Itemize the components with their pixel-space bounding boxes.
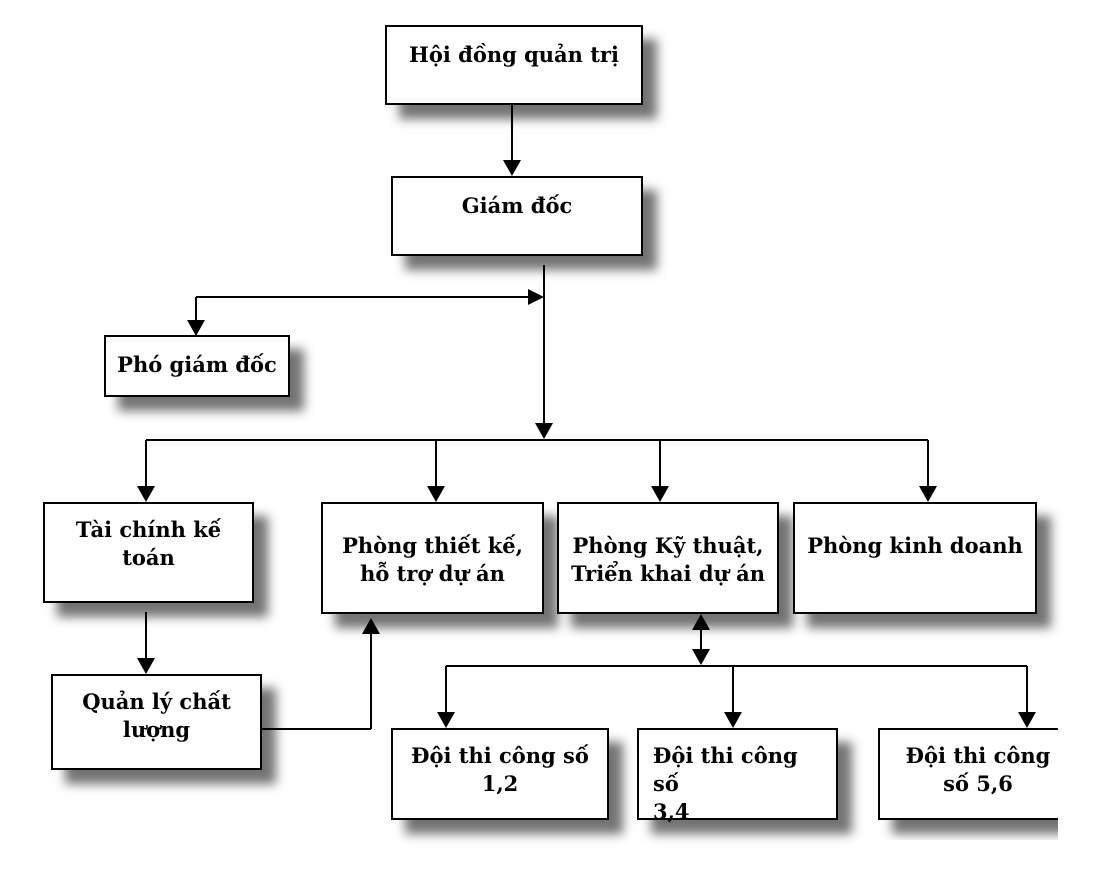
design-label-line2: hỗ trợ dự án	[360, 561, 505, 586]
arrowhead-trunk	[535, 423, 553, 439]
finance-label-line1: Tài chính kế	[75, 517, 222, 542]
team12-box: Đội thi công số 1,2	[391, 728, 609, 820]
board-label: Hội đồng quản trị	[409, 42, 619, 67]
design-box: Phòng thiết kế, hỗ trợ dự án	[321, 502, 544, 614]
tech-label-line1: Phòng Kỹ thuật,	[572, 533, 764, 558]
team34-box: Đội thi công số 3,4	[637, 728, 838, 824]
tech-label-line2: Triển khai dự án	[571, 561, 765, 586]
team56-label-line2: số 5,6	[943, 771, 1013, 796]
tech-box: Phòng Kỹ thuật, Triển khai dự án	[557, 502, 779, 614]
team34-label: Đội thi công số 3,4	[647, 742, 828, 826]
arrowhead-team12	[437, 712, 455, 728]
arrowhead-design	[427, 486, 445, 502]
team12-label-line2: 1,2	[481, 771, 519, 796]
arrowhead-team34	[724, 712, 742, 728]
team34-label-line2: 3,4	[653, 799, 690, 824]
team56-clip: Đội thi công số 5,6	[878, 728, 1058, 840]
team56-label-line1: Đội thi công	[905, 743, 1051, 768]
director-label: Giám đốc	[461, 193, 573, 218]
arrowhead-tech-down	[692, 649, 710, 665]
qa-label-line2: lượng	[122, 717, 191, 742]
finance-label: Tài chính kế toán	[53, 516, 244, 572]
arrowhead-finance	[137, 486, 155, 502]
team12-label: Đội thi công số 1,2	[401, 742, 599, 798]
arrowhead-tech	[651, 486, 669, 502]
deputy-label: Phó giám đốc	[117, 352, 277, 377]
deputy-box: Phó giám đốc	[104, 335, 290, 397]
finance-label-line2: toán	[122, 545, 175, 570]
finance-box: Tài chính kế toán	[43, 502, 254, 603]
tech-label: Phòng Kỹ thuật, Triển khai dự án	[567, 532, 769, 588]
sales-label: Phòng kinh doanh	[807, 533, 1023, 558]
design-label-line1: Phòng thiết kế,	[342, 533, 523, 558]
qa-box: Quản lý chất lượng	[51, 674, 262, 770]
team34-label-line1: Đội thi công số	[653, 743, 798, 796]
arrowhead-sales	[919, 486, 937, 502]
team56-box: Đội thi công số 5,6	[878, 728, 1058, 820]
design-label: Phòng thiết kế, hỗ trợ dự án	[331, 532, 534, 588]
board-box: Hội đồng quản trị	[385, 25, 643, 105]
team56-label: Đội thi công số 5,6	[888, 742, 1058, 798]
arrowhead-deputy-right	[528, 289, 544, 305]
qa-label-line1: Quản lý chất	[82, 689, 231, 714]
director-box: Giám đốc	[391, 176, 643, 256]
sales-box: Phòng kinh doanh	[793, 502, 1037, 614]
arrowhead-deputy	[187, 320, 205, 336]
team12-label-line1: Đội thi công số	[411, 743, 589, 768]
arrowhead-tech-up	[692, 614, 710, 630]
arrowhead-team56	[1018, 712, 1036, 728]
qa-label: Quản lý chất lượng	[61, 688, 252, 744]
arrowhead-director	[503, 160, 521, 176]
arrowhead-design-up	[362, 618, 380, 634]
arrowhead-qa	[137, 658, 155, 674]
